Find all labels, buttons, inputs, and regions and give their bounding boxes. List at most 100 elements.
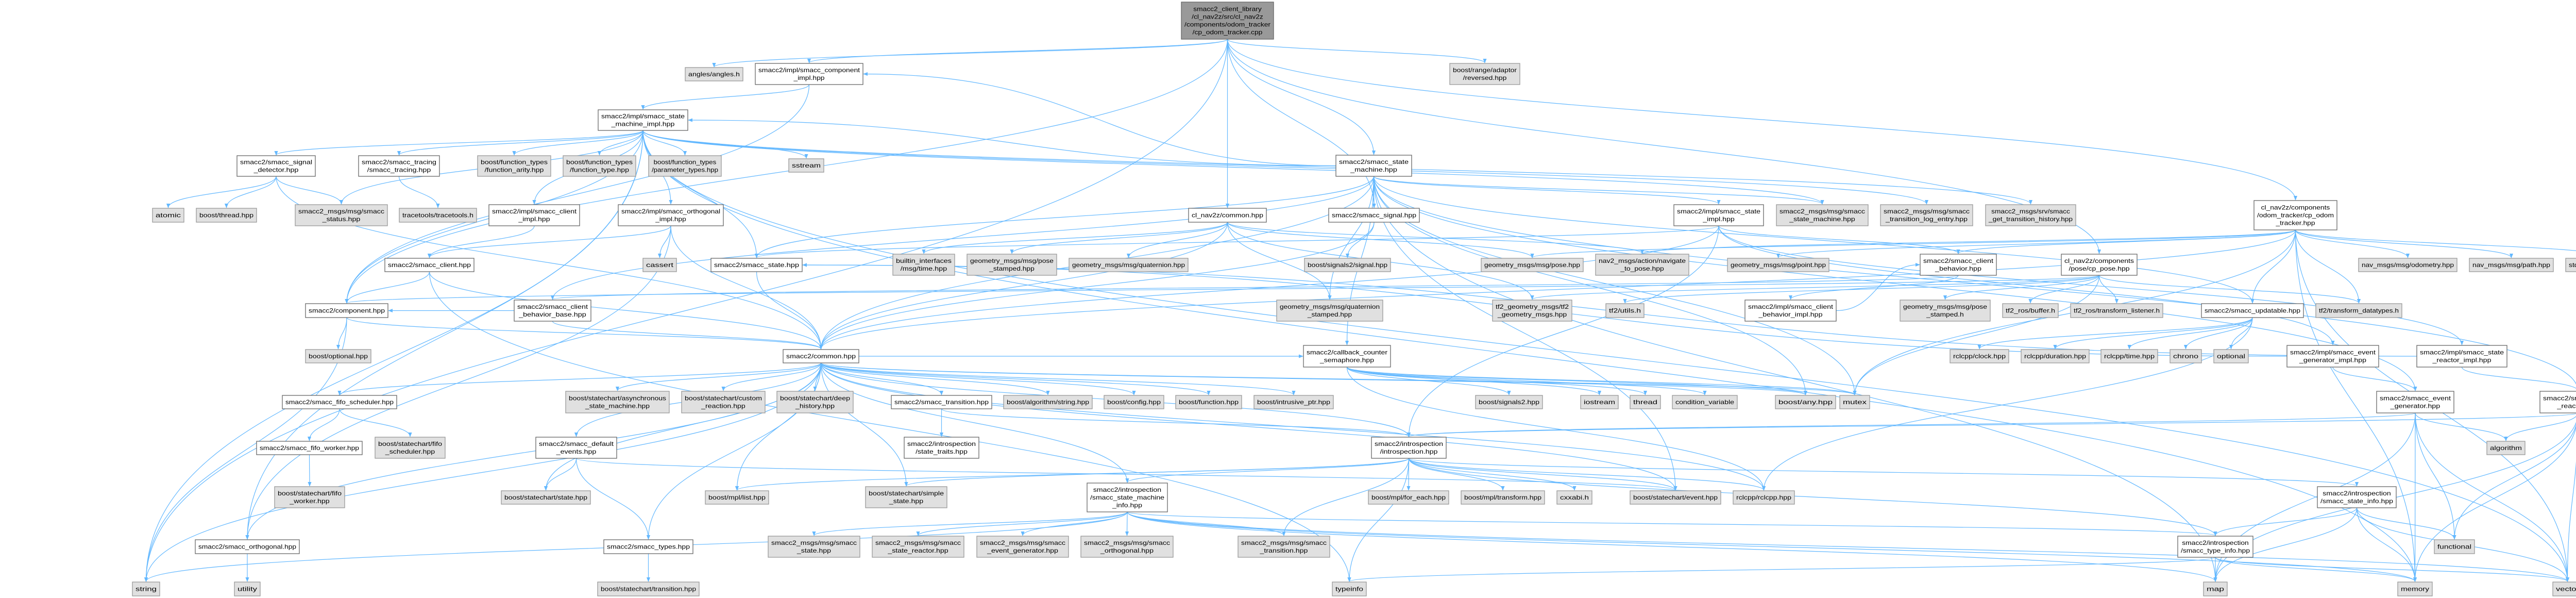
node-label-line: /smacc_state_info.hpp [2320,497,2393,505]
edge-client-to-component [345,271,430,304]
node-cp_odom_hpp[interactable]: cl_nav2z/components/odom_tracker/cp_odom… [2253,200,2337,230]
node-label-line: boost/config.hpp [1107,398,1161,406]
node-common[interactable]: smacc2/common.hpp [783,349,859,363]
node-state_info[interactable]: smacc2/introspection/smacc_state_info.hp… [2317,486,2397,508]
edge-nav_common-to-time_builtin [922,222,1228,254]
node-sig_det[interactable]: smacc2/smacc_signal_detector.hpp [236,155,316,177]
node-box [705,490,769,505]
node-nav2pose: nav2_msgs/action/navigate_to_pose.hpp [1595,254,1689,276]
edge-sm_info-to-m_eg [1021,511,1128,536]
node-box [563,155,636,177]
node-mpl_transform: boost/mpl/transform.hpp [1461,490,1545,505]
node-label-line: tf2/utils.h [1609,307,1641,314]
node-box [598,109,688,131]
edge-sm_impl-to-sig_det [274,130,643,156]
node-label-line: smacc2/common.hpp [786,353,856,360]
node-sm_info[interactable]: smacc2/introspection/smacc_state_machine… [1087,483,1168,512]
edge-sr-to-functional [2452,424,2576,540]
node-label-line: cl_nav2z/common.hpp [1192,212,1263,219]
edge-client-to-typeinfo [429,271,1351,582]
node-state_traits[interactable]: smacc2/introspection/state_traits.hpp [904,437,979,459]
node-box [967,254,1057,276]
node-box [1672,395,1738,409]
node-functional: functional [2434,539,2475,554]
node-tf2utils: tf2/utils.h [1605,303,1645,318]
node-box [2434,539,2475,554]
node-sr_impl[interactable]: smacc2/impl/smacc_state_reactor_impl.hpp [2416,345,2507,368]
edge-cp_odom_hpp-to-cb [1956,229,2296,254]
node-default_events[interactable]: smacc2/smacc_default_events.hpp [535,437,617,459]
node-rtime: rclcpp/time.hpp [2100,349,2158,363]
node-box [488,204,580,226]
node-label-line: boost/mpl/for_each.hpp [1371,494,1446,501]
node-label-line: /pose/cp_pose.hpp [2069,265,2130,272]
node-sstream: sstream [788,158,824,173]
node-signal[interactable]: smacc2/smacc_signal.hpp [1328,208,1420,223]
node-label-line: smacc2/smacc_updatable.hpp [2205,307,2300,314]
node-label-line: /smacc_tracing.hpp [367,167,431,174]
edge-default_events-to-types [575,458,651,540]
node-nav_common[interactable]: cl_nav2z/common.hpp [1188,208,1267,223]
node-deep_history: boost/statechart/deep_history.hpp [776,391,854,413]
node-box [2021,349,2090,363]
node-cb[interactable]: smacc2/smacc_client_behavior.hpp [1920,254,1997,276]
node-state[interactable]: smacc2/smacc_state.hpp [710,258,803,272]
node-tracing[interactable]: smacc2/smacc_tracing/smacc_tracing.hpp [358,155,440,177]
node-sr[interactable]: smacc2/smacc_state_reactor.hpp [2539,391,2576,413]
node-label-line: functional [2437,543,2471,551]
node-client[interactable]: smacc2/smacc_client.hpp [384,258,474,272]
edge-state_impl-to-cb [1718,225,1960,254]
node-box [1630,395,1661,409]
node-transition[interactable]: smacc2/smacc_transition.hpp [891,395,992,409]
node-mpl_list: boost/mpl/list.hpp [705,490,769,505]
node-box [1880,204,1973,226]
edge-sr-to-vector [2565,461,2576,582]
node-orth_impl[interactable]: smacc2/impl/smacc_orthogonal_impl.hpp [618,204,724,226]
node-sm_impl[interactable]: smacc2/impl/smacc_state_machine_impl.hpp [598,109,688,131]
node-types[interactable]: smacc2/smacc_types.hpp [603,539,693,554]
node-label-line: memory [2401,586,2429,593]
edge-sm_info-to-vector [1127,511,2569,582]
node-label-line: vector [2556,586,2576,593]
node-label-line: smacc2/introspection [2182,539,2248,546]
node-label-line: builtin_interfaces [896,257,952,264]
node-type_info[interactable]: smacc2/introspection/smacc_type_info.hpp [2177,536,2253,558]
node-label-line: optional [2217,353,2245,360]
node-box [1595,254,1689,276]
node-introspection[interactable]: smacc2/introspection/introspection.hpp [1371,437,1447,459]
node-box [375,437,446,459]
node-label-line: smacc2/smacc_state [2543,395,2576,402]
node-sem[interactable]: smacc2/callback_counter_semaphore.hpp [1303,345,1391,368]
node-eg[interactable]: smacc2/smacc_event_generator.hpp [2376,391,2454,413]
node-box [282,395,397,409]
node-orthogonal[interactable]: smacc2/smacc_orthogonal.hpp [195,539,300,554]
edge-cp_odom_hpp-to-path [2295,229,2513,258]
edge-nav_common-to-common [819,222,1228,350]
node-cb_impl[interactable]: smacc2/impl/smacc_client_behavior_impl.h… [1744,300,1837,322]
node-box [514,300,591,322]
node-label-line: _tracker.hpp [2275,220,2315,227]
node-cbb[interactable]: smacc2/smacc_client_behavior_base.hpp [514,300,591,322]
node-updatable[interactable]: smacc2/smacc_updatable.hpp [2201,303,2304,318]
node-box [1335,155,1412,177]
node-fifo_sched[interactable]: smacc2/smacc_fifo_scheduler.hpp [282,395,397,409]
node-map: map [2203,582,2228,596]
node-client_impl[interactable]: smacc2/impl/smacc_client_impl.hpp [488,204,580,226]
node-label-line: smacc2_msgs/msg/smacc [1884,208,1970,215]
node-label-line: smacc2/smacc_tracing [362,159,436,166]
node-comp_impl[interactable]: smacc2/impl/smacc_component_impl.hpp [755,63,863,85]
edge-eg-to-introspection [1407,412,2416,437]
node-cp_pose[interactable]: cl_nav2z/components/pose/cp_pose.hpp [2061,254,2138,276]
node-sm[interactable]: smacc2/smacc_state_machine.hpp [1335,155,1412,177]
node-label-line: smacc2_msgs/msg/smacc [771,539,857,546]
node-box [2061,254,2138,276]
node-box [1461,490,1545,505]
edge-sm_impl-to-ft_arity [512,130,643,156]
node-fifo_worker[interactable]: smacc2/smacc_fifo_worker.hpp [256,441,363,455]
node-utility: utility [234,582,261,596]
node-component[interactable]: smacc2/component.hpp [305,303,388,318]
node-eg_impl[interactable]: smacc2/impl/smacc_event_generator_impl.h… [2286,345,2379,368]
node-state_impl[interactable]: smacc2/impl/smacc_state_impl.hpp [1673,204,1764,226]
edge-cp_odom_hpp-to-updatable [2250,229,2296,304]
edge-state-to-common [756,271,823,350]
